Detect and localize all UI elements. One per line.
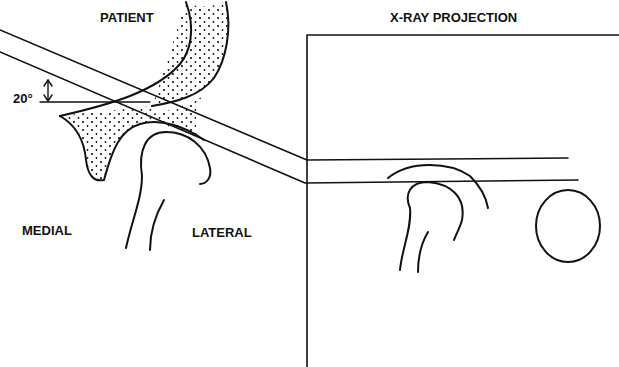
angle-label: 20° <box>13 92 33 105</box>
panel-heading: PATIENT <box>100 11 154 24</box>
side-label: LATERAL <box>192 226 252 239</box>
side-label: MEDIAL <box>22 224 72 237</box>
panel-heading: X-RAY PROJECTION <box>390 11 517 24</box>
